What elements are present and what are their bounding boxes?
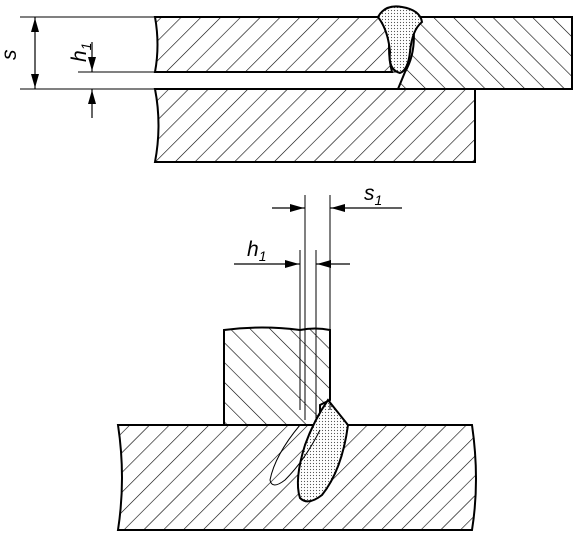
top-weld-bead: [376, 5, 424, 75]
base-plate: [116, 424, 477, 531]
dim-h1-arrow-lower: [88, 90, 96, 104]
dim-h1-arrow-upper: [88, 57, 96, 71]
dim-h1-label: h1: [68, 43, 94, 62]
dim-s-arrow-top: [31, 18, 39, 32]
bottom-figure: s1 h1: [116, 182, 477, 531]
vertical-plate: [223, 326, 331, 426]
bottom-weld-bead: [296, 398, 350, 503]
penetration-outline: [269, 424, 321, 486]
dim-s1-arrow-left: [290, 204, 304, 212]
upper-plate-left: [153, 16, 394, 73]
dim-h1b-arrow-right: [317, 260, 331, 268]
lower-plate: [153, 88, 476, 163]
dim-s1-label: s1: [364, 182, 382, 208]
dim-s-arrow-bottom: [31, 74, 39, 88]
dim-h1b-label: h1: [247, 238, 266, 264]
dim-s-label: s: [0, 49, 21, 60]
upper-plate-right: [396, 16, 573, 90]
top-figure: s h1: [0, 5, 573, 163]
dim-h1b-arrow-left: [285, 260, 299, 268]
dim-s1-arrow-right: [331, 204, 345, 212]
